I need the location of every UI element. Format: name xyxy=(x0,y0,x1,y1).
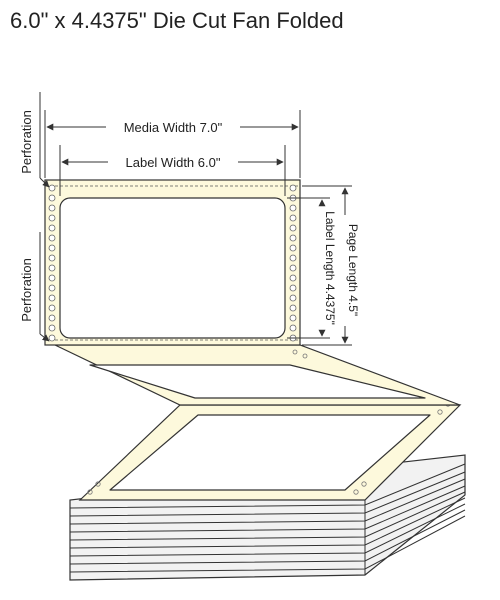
perforation-callout-top: Perforation xyxy=(19,92,50,188)
label-width-label: Label Width 6.0" xyxy=(126,155,221,170)
page-length-label: Page Length 4.5" xyxy=(346,224,360,316)
left-tractor-holes xyxy=(48,184,56,342)
diagram-title: 6.0" x 4.4375" Die Cut Fan Folded xyxy=(10,8,344,33)
media-width-label: Media Width 7.0" xyxy=(124,120,223,135)
middle-panel-holes xyxy=(292,349,308,359)
perforation-bottom-label: Perforation xyxy=(19,258,34,322)
top-panel-label xyxy=(59,197,286,339)
page-length-dimension: Page Length 4.5" xyxy=(302,185,360,346)
middle-panel-label xyxy=(89,364,426,399)
right-tractor-holes xyxy=(289,184,297,342)
bottom-panel-label xyxy=(109,414,431,491)
media-width-dimension: Media Width 7.0" xyxy=(44,110,301,178)
middle-fold-panel xyxy=(54,344,461,406)
label-width-dimension: Label Width 6.0" xyxy=(59,145,286,196)
bottom-panel-holes xyxy=(87,401,451,495)
label-length-dimension: Label Length 4.4375" xyxy=(287,197,337,339)
top-label-panel xyxy=(44,179,301,346)
perforation-top-label: Perforation xyxy=(19,110,34,174)
label-length-label: Label Length 4.4375" xyxy=(323,211,337,325)
perforation-callout-bottom: Perforation xyxy=(19,232,50,342)
